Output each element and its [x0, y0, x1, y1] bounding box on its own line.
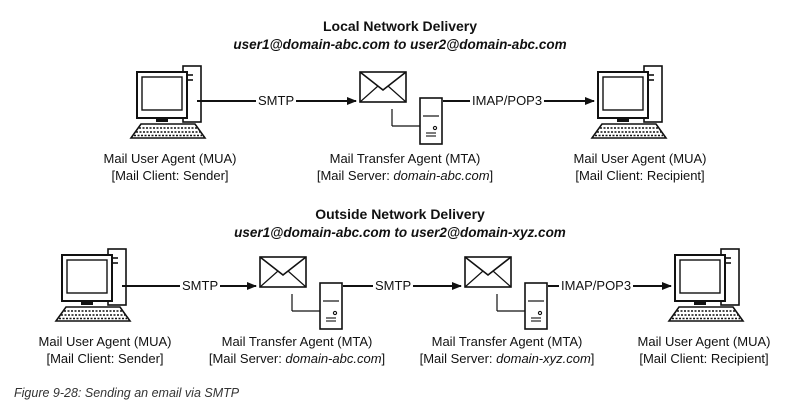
local-server-label: Mail Transfer Agent (MTA) [Mail Server: … [290, 150, 520, 184]
mail-server-abc-icon [259, 256, 343, 330]
server-name: [Mail Server: domain-xyz.com] [419, 351, 595, 366]
smtp-label: SMTP [256, 93, 297, 108]
sender-computer-icon [55, 248, 131, 322]
local-recipient-label: Mail User Agent (MUA) [Mail Client: Reci… [530, 150, 750, 184]
sender-client: [Mail Client: Sender] [46, 351, 164, 366]
recipient-computer-icon [668, 248, 744, 322]
server-role: Mail Transfer Agent (MTA) [329, 151, 481, 166]
server-name: [Mail Server: domain-abc.com] [316, 168, 494, 183]
recipient-computer-icon [591, 65, 667, 139]
imap-pop3-label: IMAP/POP3 [559, 278, 634, 293]
outside-section-title: Outside Network Delivery [315, 206, 485, 222]
recipient-role: Mail User Agent (MUA) [637, 334, 771, 349]
sender-client: [Mail Client: Sender] [111, 168, 229, 183]
mail-server-xyz-icon [464, 256, 548, 330]
outside-server1-label: Mail Transfer Agent (MTA) [Mail Server: … [198, 333, 396, 367]
recipient-client: [Mail Client: Recipient] [575, 168, 705, 183]
recipient-role: Mail User Agent (MUA) [573, 151, 707, 166]
outside-recipient-label: Mail User Agent (MUA) [Mail Client: Reci… [614, 333, 794, 367]
server-role: Mail Transfer Agent (MTA) [431, 334, 583, 349]
figure-caption: Figure 9-28: Sending an email via SMTP [14, 386, 240, 400]
outside-section-subtitle: user1@domain-abc.com to user2@domain-xyz… [234, 225, 566, 240]
outside-server2-label: Mail Transfer Agent (MTA) [Mail Server: … [408, 333, 606, 367]
recipient-client: [Mail Client: Recipient] [639, 351, 769, 366]
mail-server-icon [359, 71, 443, 145]
server-name: [Mail Server: domain-abc.com] [208, 351, 386, 366]
sender-computer-icon [130, 65, 206, 139]
sender-role: Mail User Agent (MUA) [38, 334, 172, 349]
outside-sender-label: Mail User Agent (MUA) [Mail Client: Send… [10, 333, 200, 367]
local-section-title: Local Network Delivery [322, 18, 478, 34]
sender-role: Mail User Agent (MUA) [103, 151, 237, 166]
local-section-subtitle: user1@domain-abc.com to user2@domain-abc… [233, 37, 567, 52]
smtp-label-1: SMTP [180, 278, 221, 293]
server-role: Mail Transfer Agent (MTA) [221, 334, 373, 349]
local-sender-label: Mail User Agent (MUA) [Mail Client: Send… [60, 150, 280, 184]
smtp-label-2: SMTP [373, 278, 414, 293]
imap-pop3-label: IMAP/POP3 [470, 93, 545, 108]
